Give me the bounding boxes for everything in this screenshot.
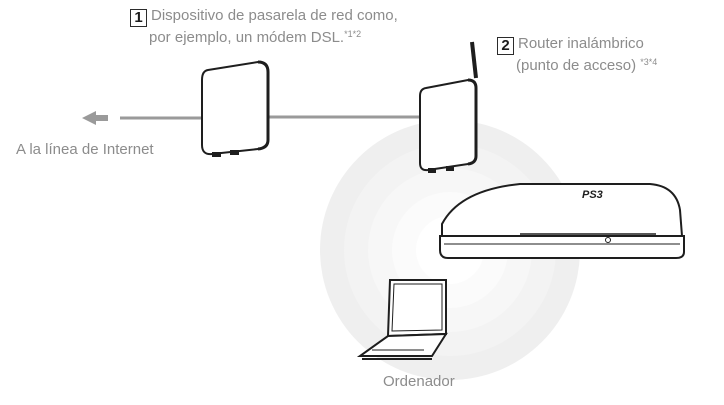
gateway-label-line1: Dispositivo de pasarela de red como, [151,7,398,24]
internet-label: A la línea de Internet [16,141,154,158]
modem-icon [201,60,270,157]
router-note: *3*4 [640,57,658,67]
number-badge-1: 1 [130,9,147,27]
gateway-note: *1*2 [344,29,362,39]
ps3-console-icon: PS3 [439,183,685,259]
arrow-left-icon [82,111,205,125]
number-badge-2: 2 [497,37,514,55]
laptop-icon [356,279,448,360]
svg-text:PS3: PS3 [582,189,603,201]
router-icon [419,41,478,173]
router-label-line1: Router inalámbrico [518,35,644,52]
gateway-label-line2: por ejemplo, un módem DSL. [149,29,345,46]
router-label-second-line: (punto de acceso) *3*4 [516,53,657,75]
computer-label: Ordenador [383,373,455,390]
gateway-label-second-line: por ejemplo, un módem DSL.*1*2 [149,25,361,47]
router-label-line2: (punto de acceso) [516,57,637,74]
